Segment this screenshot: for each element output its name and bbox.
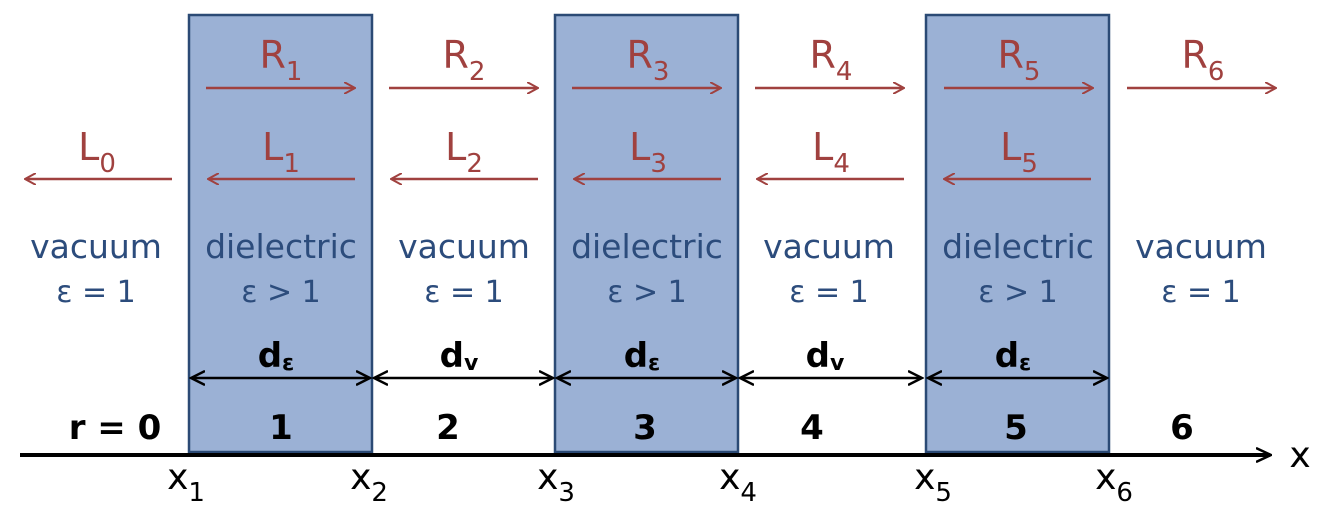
medium-eps-6: ε = 1 — [1161, 275, 1241, 310]
region-label-2: 2 — [436, 408, 460, 448]
thickness-label-5: dε — [995, 336, 1032, 376]
right-wave-label-3: R3 — [627, 33, 670, 87]
right-wave-label-6: R6 — [1182, 33, 1225, 87]
thickness-label-1: dε — [258, 336, 295, 376]
region-label-4: 4 — [800, 408, 824, 448]
region-label-1: 1 — [269, 408, 293, 448]
medium-eps-2: ε = 1 — [424, 275, 504, 310]
medium-eps-1: ε > 1 — [241, 275, 321, 310]
left-wave-label-2: L2 — [445, 125, 483, 179]
thickness-label-2: dv — [440, 336, 479, 376]
interface-label-2: x2 — [350, 457, 388, 508]
right-wave-label-1: R1 — [260, 33, 303, 87]
interface-label-6: x6 — [1095, 457, 1133, 508]
left-wave-label-3: L3 — [629, 125, 667, 179]
medium-name-4: vacuum — [763, 227, 895, 266]
interface-label-4: x4 — [719, 457, 757, 508]
medium-eps-5: ε > 1 — [978, 275, 1058, 310]
medium-name-2: vacuum — [398, 227, 530, 266]
medium-eps-0: ε = 1 — [56, 275, 136, 310]
interface-label-1: x1 — [167, 457, 205, 508]
interface-label-5: x5 — [914, 457, 952, 508]
left-wave-label-5: L5 — [1000, 125, 1038, 179]
medium-name-3: dielectric — [571, 227, 723, 266]
medium-name-1: dielectric — [205, 227, 357, 266]
thickness-label-3: dε — [624, 336, 661, 376]
right-wave-label-5: R5 — [998, 33, 1041, 87]
medium-eps-4: ε = 1 — [789, 275, 869, 310]
left-wave-label-4: L4 — [812, 125, 850, 179]
left-wave-label-1: L1 — [262, 125, 300, 179]
region-label-3: 3 — [633, 408, 657, 448]
left-wave-label-0: L0 — [78, 125, 116, 179]
right-wave-label-2: R2 — [443, 33, 486, 87]
thickness-label-4: dv — [806, 336, 845, 376]
right-wave-label-4: R4 — [810, 33, 853, 87]
medium-eps-3: ε > 1 — [607, 275, 687, 310]
x-axis-label: x — [1289, 435, 1310, 476]
region-label-5: 5 — [1004, 408, 1028, 448]
medium-name-6: vacuum — [1135, 227, 1267, 266]
region-label-0: r = 0 — [69, 408, 162, 448]
interface-label-3: x3 — [537, 457, 575, 508]
medium-name-5: dielectric — [942, 227, 1094, 266]
medium-name-0: vacuum — [30, 227, 162, 266]
region-label-6: 6 — [1170, 408, 1194, 448]
